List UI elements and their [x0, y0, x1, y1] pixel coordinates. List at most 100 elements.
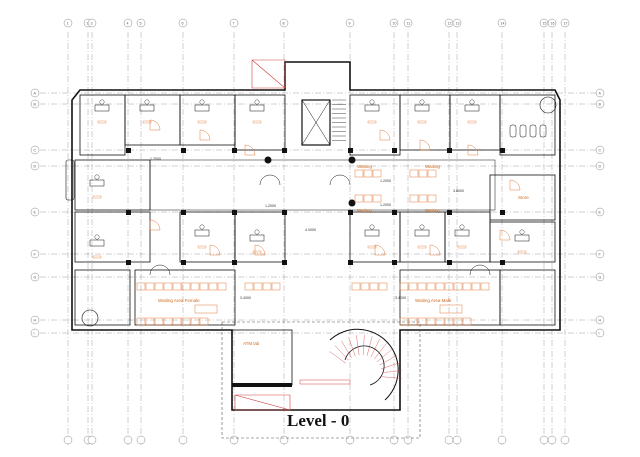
waiting-seat	[417, 317, 427, 326]
room-tag	[97, 120, 107, 124]
grid-bubble-row-left	[30, 99, 40, 109]
chair	[94, 174, 100, 180]
desk	[194, 229, 210, 237]
desk	[454, 229, 470, 237]
double-door	[329, 174, 351, 186]
waiting-seat	[453, 282, 463, 291]
grid-label-row-left: C	[34, 148, 37, 152]
structural-column	[181, 210, 186, 215]
grid-bubble-column-top	[178, 18, 188, 28]
desk	[89, 179, 105, 187]
spiral-stair-tread	[362, 335, 365, 356]
room-partition	[74, 159, 151, 211]
waiting-seat	[426, 282, 436, 291]
door-swing	[379, 129, 391, 141]
desk	[414, 229, 430, 237]
desk	[139, 104, 155, 112]
structural-column	[181, 260, 186, 265]
waiting-seat	[462, 282, 472, 291]
grid-label-row-right: B	[599, 102, 602, 106]
waiting-seat	[208, 282, 218, 291]
double-door	[149, 264, 171, 276]
waiting-seat	[480, 282, 490, 291]
structural-column	[447, 210, 452, 215]
dimension-corridor: 4.0000	[305, 228, 316, 232]
waiting-seat	[399, 282, 409, 291]
grid-bubble-column-top	[497, 18, 507, 28]
toilet-fixture	[539, 124, 547, 138]
spiral-stair-inner	[344, 345, 385, 386]
wall-band	[232, 383, 292, 387]
room-tag	[417, 245, 427, 249]
room-tag	[467, 120, 477, 124]
waiting-seat	[444, 282, 454, 291]
spiral-stair-tread	[376, 348, 393, 363]
structural-column	[500, 260, 505, 265]
grid-bubble-row-right	[595, 272, 605, 282]
room-label-waiting: Waiting	[425, 208, 440, 213]
grid-label-column-top: 8	[283, 21, 285, 25]
door-swing	[254, 244, 266, 256]
dimension-bay-right: 3.4000	[395, 296, 406, 300]
room-tag	[197, 245, 207, 249]
structural-column	[392, 148, 397, 153]
structural-column	[282, 148, 287, 153]
waiting-seat	[351, 282, 361, 291]
grid-label-row-right: G	[599, 275, 602, 279]
level-title: Level - 0	[287, 411, 350, 430]
grid-label-column-top: 10	[393, 21, 397, 25]
room-partition	[74, 269, 131, 326]
grid-bubble-column-bottom	[547, 435, 557, 445]
room-partition	[179, 211, 236, 263]
desk	[194, 104, 210, 112]
chair	[419, 99, 425, 105]
door-swing	[199, 129, 211, 141]
chair	[419, 224, 425, 230]
structural-column	[392, 210, 397, 215]
waiting-seat	[378, 282, 388, 291]
room-tag	[92, 195, 102, 199]
spiral-stair-tread	[334, 345, 349, 361]
dimension-door: 1.2000	[380, 179, 391, 183]
structural-column	[126, 260, 131, 265]
round-column	[348, 199, 356, 207]
room-label-waiting-male: Waiting Area Male	[415, 298, 452, 303]
waiting-seat	[471, 282, 481, 291]
grid-bubble-row-left	[30, 161, 40, 171]
grid-bubble-row-right	[595, 249, 605, 259]
door-swing	[429, 244, 441, 256]
desk	[414, 104, 430, 112]
structural-column	[232, 210, 237, 215]
grid-bubble-column-bottom	[279, 435, 289, 445]
grid-label-row-left: G	[34, 275, 37, 279]
grid-bubble-column-bottom	[178, 435, 188, 445]
door-swing	[419, 139, 431, 151]
waiting-seat	[372, 194, 382, 203]
desk	[514, 234, 530, 242]
structural-column	[181, 148, 186, 153]
corner-tower	[539, 96, 557, 114]
grid-label-column-top: 1	[67, 21, 69, 25]
room-partition	[399, 211, 446, 263]
grid-label-column-top: 7	[233, 21, 235, 25]
grid-bubble-column-bottom	[123, 435, 133, 445]
coffee-table	[439, 304, 463, 314]
waiting-seat	[145, 282, 155, 291]
spiral-stair-tread	[329, 351, 346, 364]
spiral-stair-tread	[381, 370, 402, 373]
waiting-seat	[363, 194, 373, 203]
toilet-fixture	[529, 124, 537, 138]
grid-bubble-column-top	[279, 18, 289, 28]
room-partition	[499, 94, 556, 156]
room-tag	[252, 250, 262, 254]
waiting-seat	[418, 194, 428, 203]
grid-bubble-row-right	[595, 145, 605, 155]
desk	[249, 104, 265, 112]
grid-bubble-column-bottom	[136, 435, 146, 445]
grid-bubble-column-top	[560, 18, 570, 28]
waiting-seat	[363, 169, 373, 178]
spiral-stair-outer	[329, 328, 399, 401]
grid-bubble-row-left	[30, 88, 40, 98]
waiting-seat	[354, 194, 364, 203]
